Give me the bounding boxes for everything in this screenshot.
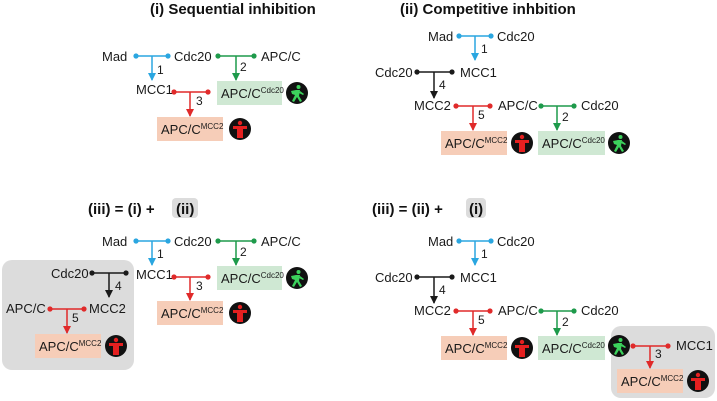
reaction-number-5: 5	[72, 311, 79, 325]
reaction-number-5: 5	[478, 108, 485, 122]
stop-icon	[687, 370, 709, 392]
reaction-number-2: 2	[240, 60, 247, 74]
apcc-cdc20-complex: APC/CCdc20	[221, 86, 284, 101]
stop-icon	[229, 118, 251, 140]
apcc-mcc2-box	[35, 334, 101, 358]
mad-label: Mad	[102, 234, 127, 249]
mad-label: Mad	[428, 29, 453, 44]
mcc2-label: MCC2	[414, 98, 451, 113]
mcc1-label: MCC1	[136, 267, 173, 282]
go-icon	[608, 335, 630, 357]
cdc20-label: Cdc20	[375, 270, 413, 285]
panel-combined-i-plus-ii: (iii) = (i) + (ii) Mad Cdc20 1 MCC1 APC/…	[2, 198, 308, 370]
apcc-label: APC/C	[6, 301, 46, 316]
stop-icon	[105, 335, 127, 357]
apcc-cdc20-box	[217, 266, 282, 290]
reaction-number-1: 1	[481, 42, 488, 56]
reaction-number-1: 1	[481, 247, 488, 261]
apcc-mcc2-box	[441, 131, 507, 155]
highlight-box	[172, 198, 198, 218]
cdc20-label: Cdc20	[497, 234, 535, 249]
apcc-label: APC/C	[261, 234, 301, 249]
panel-title-1: (i) Sequential inhibition	[150, 1, 316, 18]
apcc-cdc20-complex: APC/CCdc20	[221, 271, 284, 286]
cdc20-label: Cdc20	[497, 29, 535, 44]
apcc-mcc2-complex: APC/CMCC2	[39, 339, 102, 354]
go-icon	[286, 267, 308, 289]
apcc-label: APC/C	[498, 98, 538, 113]
cdc20-label: Cdc20	[581, 98, 619, 113]
reaction-number-3: 3	[655, 347, 662, 361]
apcc-cdc20-box	[217, 81, 282, 105]
reaction-number-3: 3	[196, 279, 203, 293]
stop-icon	[229, 302, 251, 324]
cdc20-label: Cdc20	[581, 303, 619, 318]
apcc-mcc2-complex: APC/CMCC2	[161, 122, 224, 137]
apcc-cdc20-box	[538, 131, 605, 155]
mcc2-label: MCC2	[414, 303, 451, 318]
panel-title-4: (iii) = (ii) +	[372, 201, 443, 218]
reaction-number-1: 1	[157, 247, 164, 261]
apcc-mcc2-complex: APC/CMCC2	[445, 136, 508, 151]
panel-combined-ii-plus-i: (iii) = (ii) + (i) Mad Cdc20 1 Cdc20 MCC…	[372, 198, 715, 398]
reaction-number-4: 4	[115, 279, 122, 293]
mcc1-label: MCC1	[460, 65, 497, 80]
apcc-cdc20-complex: APC/CCdc20	[542, 341, 605, 356]
reaction-number-2: 2	[562, 315, 569, 329]
mad-label: Mad	[428, 234, 453, 249]
mcc1-label: MCC1	[460, 270, 497, 285]
mad-label: Mad	[102, 49, 127, 64]
mcc1-label: MCC1	[136, 82, 173, 97]
apcc-mcc2-box	[157, 117, 223, 141]
stop-icon	[511, 132, 533, 154]
apcc-mcc2-box	[157, 301, 223, 325]
cdc20-label: Cdc20	[375, 65, 413, 80]
reaction-number-2: 2	[240, 245, 247, 259]
highlight-box	[466, 198, 486, 218]
reaction-number-4: 4	[439, 78, 446, 92]
apcc-mcc2-complex: APC/CMCC2	[621, 374, 684, 389]
apcc-mcc2-complex: APC/CMCC2	[445, 341, 508, 356]
mcc2-label: MCC2	[89, 301, 126, 316]
go-icon	[286, 82, 308, 104]
apcc-cdc20-complex: APC/CCdc20	[542, 136, 605, 151]
go-icon	[608, 132, 630, 154]
apcc-label: APC/C	[498, 303, 538, 318]
apcc-mcc2-complex: APC/CMCC2	[161, 306, 224, 321]
apcc-mcc2-box	[617, 369, 683, 393]
apcc-label: APC/C	[261, 49, 301, 64]
reaction-number-1: 1	[157, 63, 164, 77]
mcc1-label: MCC1	[676, 338, 713, 353]
stop-icon	[511, 337, 533, 359]
apcc-mcc2-box	[441, 336, 507, 360]
apcc-cdc20-box	[538, 336, 605, 360]
reaction-number-2: 2	[562, 110, 569, 124]
panel-title-3: (iii) = (i) +	[88, 201, 155, 218]
cdc20-label: Cdc20	[51, 266, 89, 281]
panel-competitive-inhibition: (ii) Competitive inhbition Mad Cdc20 1 C…	[375, 1, 630, 155]
panel-title-2: (ii) Competitive inhbition	[400, 1, 576, 18]
cdc20-label: Cdc20	[174, 49, 212, 64]
reaction-number-3: 3	[196, 94, 203, 108]
panel-sequential-inhibition: (i) Sequential inhibition Mad Cdc20 1 MC…	[102, 1, 316, 141]
reaction-number-4: 4	[439, 283, 446, 297]
cdc20-label: Cdc20	[174, 234, 212, 249]
panel-title-3-highlight: (ii)	[176, 201, 194, 218]
reaction-number-5: 5	[478, 313, 485, 327]
panel-title-4-highlight: (i)	[469, 201, 483, 218]
